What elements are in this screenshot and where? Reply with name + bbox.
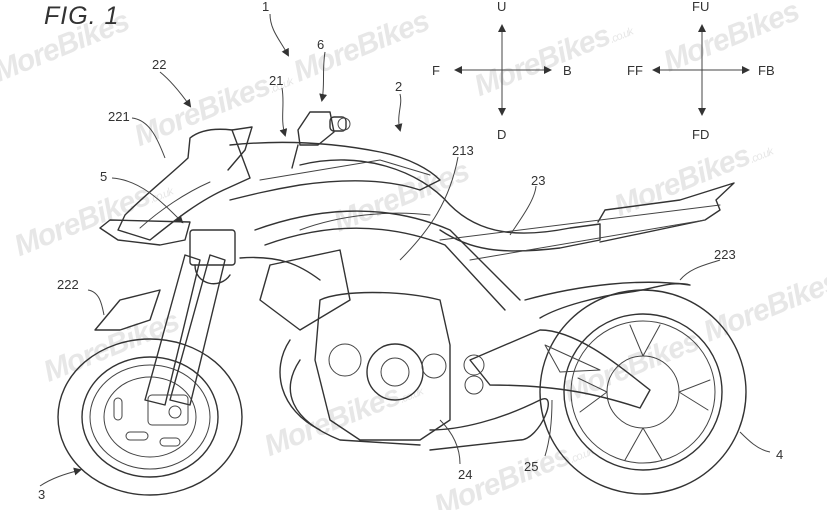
figure-title: FIG. 1 bbox=[44, 2, 120, 30]
frame-direction-label-up: FU bbox=[692, 0, 710, 14]
ref-label-25: 25 bbox=[524, 459, 539, 474]
frame-direction-label-down: FD bbox=[692, 127, 710, 142]
ref-label-1: 1 bbox=[262, 0, 270, 14]
mirror bbox=[291, 111, 351, 169]
ref-label-222: 222 bbox=[57, 277, 79, 292]
direction-label-down: D bbox=[497, 127, 507, 142]
frame bbox=[239, 210, 521, 331]
front-fork bbox=[94, 229, 236, 426]
ref-label-2: 2 bbox=[395, 79, 403, 94]
ref-label-5: 5 bbox=[100, 169, 108, 184]
ref-label-223: 223 bbox=[714, 247, 736, 262]
ref-label-221: 221 bbox=[108, 109, 130, 124]
windscreen bbox=[99, 126, 253, 246]
leader-lines bbox=[39, 13, 771, 487]
frame-direction-axes-icon bbox=[652, 24, 750, 116]
frame-direction-label-back: FB bbox=[758, 63, 775, 78]
direction-label-up: U bbox=[497, 0, 507, 14]
direction-label-forward: F bbox=[432, 63, 440, 78]
ref-label-6: 6 bbox=[317, 37, 325, 52]
direction-label-back: B bbox=[563, 63, 572, 78]
rear-fender bbox=[524, 281, 691, 319]
front-fender bbox=[94, 289, 161, 331]
front-wheel bbox=[57, 338, 243, 496]
ref-label-213: 213 bbox=[452, 143, 474, 158]
fuel-tank bbox=[229, 141, 441, 231]
rear-wheel bbox=[539, 289, 747, 495]
ref-label-21: 21 bbox=[269, 73, 284, 88]
seat-and-tail bbox=[299, 159, 735, 261]
ref-label-3: 3 bbox=[38, 487, 46, 502]
ref-label-24: 24 bbox=[458, 467, 473, 482]
swing-arm bbox=[463, 329, 651, 409]
frame-direction-label-forward: FF bbox=[627, 63, 643, 78]
ref-label-4: 4 bbox=[776, 447, 784, 462]
direction-axes-icon bbox=[454, 24, 552, 116]
ref-label-23: 23 bbox=[531, 173, 546, 188]
ref-label-22: 22 bbox=[152, 57, 167, 72]
engine bbox=[279, 291, 549, 451]
